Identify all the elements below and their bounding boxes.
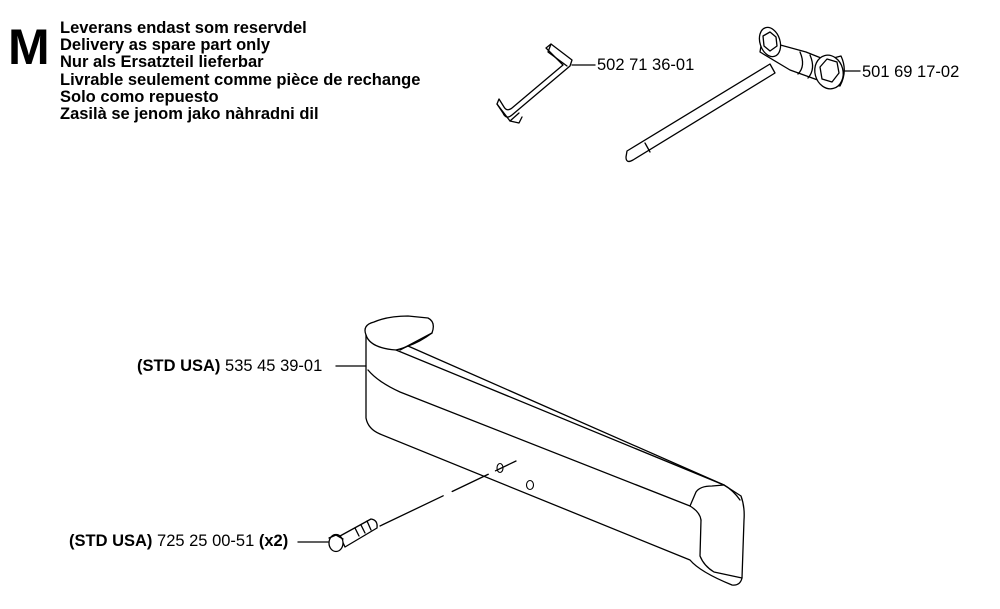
part-number: 725 25 00-51 <box>157 532 255 550</box>
part-quantity: (x2) <box>258 532 289 550</box>
notice-swedish: Leverans endast som reservdel <box>60 19 307 37</box>
part-prefix: (STD USA) <box>137 357 221 375</box>
part-number: 535 45 39-01 <box>225 357 323 375</box>
notice-spanish: Solo como repuesto <box>60 87 219 106</box>
notice-german: Nur als Ersatzteil lieferbar <box>60 53 264 72</box>
part-number: 501 69 17-02 <box>862 63 960 81</box>
part-label-wrench: 501 69 17-02 <box>862 63 959 81</box>
assembly-line <box>379 460 517 527</box>
part-label-allen-key: 502 71 36-01 <box>597 56 694 74</box>
notice-french: Livrable seulement comme pièce de rechan… <box>60 70 421 89</box>
part-label-handle: (STD USA) 535 45 39-01 <box>137 357 322 375</box>
part-label-bolt: (STD USA) 725 25 00-51 (x2) <box>69 532 288 550</box>
spare-part-notice: Leverans endast som reservdel Delivery a… <box>60 19 421 124</box>
handle-icon <box>364 315 745 586</box>
part-number: 502 71 36-01 <box>597 56 695 74</box>
part-prefix: (STD USA) <box>69 532 153 550</box>
section-marker: M <box>8 19 50 75</box>
bolt-icon <box>328 518 378 553</box>
notice-english: Delivery as spare part only <box>60 36 271 55</box>
allen-key-icon <box>496 43 573 124</box>
notice-czech: Zasilà se jenom jako nàhradni dil <box>60 105 319 124</box>
combination-wrench-icon <box>625 26 845 163</box>
